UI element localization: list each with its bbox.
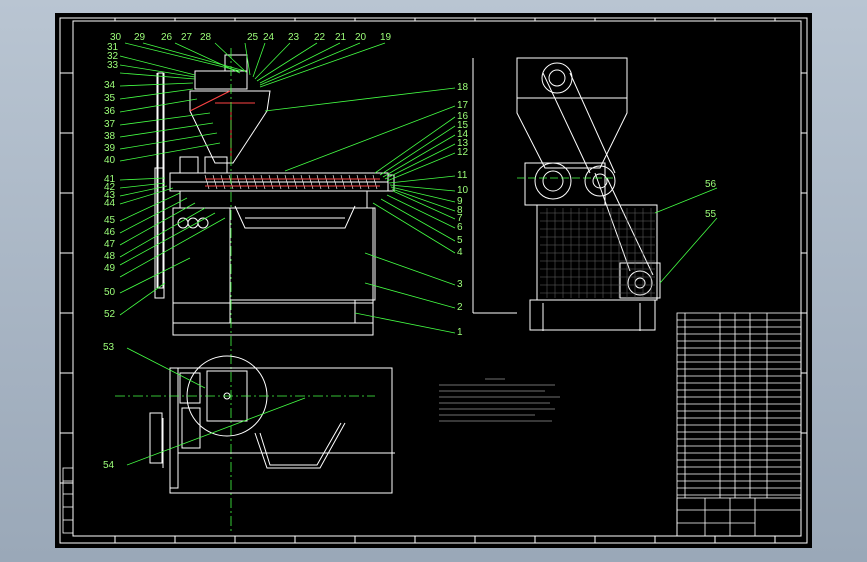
- part-label-26: 26: [161, 32, 173, 43]
- side-stamp: [62, 467, 74, 534]
- part-label-16: 16: [457, 111, 469, 122]
- part-label-31: 31: [107, 42, 119, 53]
- part-label-48: 48: [104, 251, 116, 262]
- part-label-6: 6: [457, 222, 463, 233]
- zone-ticks: [60, 18, 807, 543]
- part-label-14: 14: [457, 129, 469, 140]
- part-label-25: 25: [247, 32, 259, 43]
- leaders-end: [517, 177, 718, 284]
- part-label-13: 13: [457, 138, 469, 149]
- drawing-sheet: 30 29 26 27 28 25 24 23 22 21 20 19 31 3…: [55, 13, 812, 548]
- part-label-35: 35: [104, 93, 116, 104]
- part-label-54: 54: [103, 460, 115, 471]
- part-label-37: 37: [104, 119, 116, 130]
- part-label-42: 42: [104, 182, 116, 193]
- part-label-52: 52: [104, 309, 116, 320]
- part-label-32: 32: [107, 51, 119, 62]
- part-label-40: 40: [104, 155, 116, 166]
- part-label-1: 1: [457, 327, 463, 338]
- part-label-34: 34: [104, 80, 116, 91]
- part-label-47: 47: [104, 239, 116, 250]
- part-label-4: 4: [457, 247, 463, 258]
- part-label-53: 53: [103, 342, 115, 353]
- part-label-55: 55: [705, 209, 717, 220]
- end-view: [472, 57, 661, 331]
- part-label-38: 38: [104, 131, 116, 142]
- part-label-24: 24: [263, 32, 275, 43]
- part-label-17: 17: [457, 100, 469, 111]
- leaders-side: [119, 42, 456, 334]
- part-label-41: 41: [104, 174, 116, 185]
- part-label-3: 3: [457, 279, 463, 290]
- part-label-19: 19: [380, 32, 392, 43]
- side-view: [154, 54, 395, 336]
- part-label-7: 7: [457, 213, 463, 224]
- part-label-20: 20: [355, 32, 367, 43]
- part-label-45: 45: [104, 215, 116, 226]
- part-label-8: 8: [457, 205, 463, 216]
- part-label-46: 46: [104, 227, 116, 238]
- part-label-18: 18: [457, 82, 469, 93]
- part-label-28: 28: [200, 32, 212, 43]
- vent-grid: [540, 208, 655, 298]
- part-label-39: 39: [104, 143, 116, 154]
- plan-view: [149, 355, 395, 494]
- part-label-12: 12: [457, 147, 469, 158]
- part-label-29: 29: [134, 32, 146, 43]
- notes-block: [439, 378, 560, 422]
- part-label-50: 50: [104, 287, 116, 298]
- drawing-canvas: [59, 17, 808, 544]
- part-label-11: 11: [457, 170, 468, 181]
- part-label-43: 43: [104, 190, 116, 201]
- part-label-30: 30: [110, 32, 122, 43]
- part-label-9: 9: [457, 196, 463, 207]
- part-label-27: 27: [181, 32, 193, 43]
- hidden-lines: [189, 90, 380, 187]
- title-block: [676, 312, 802, 537]
- part-label-23: 23: [288, 32, 300, 43]
- screw-hatch: [204, 174, 378, 190]
- part-label-49: 49: [104, 263, 116, 274]
- part-label-5: 5: [457, 235, 463, 246]
- part-label-2: 2: [457, 302, 463, 313]
- part-label-44: 44: [104, 198, 116, 209]
- part-label-22: 22: [314, 32, 326, 43]
- part-label-36: 36: [104, 106, 116, 117]
- part-label-21: 21: [335, 32, 347, 43]
- part-label-33: 33: [107, 60, 119, 71]
- part-label-15: 15: [457, 120, 469, 131]
- outer-border: [59, 17, 808, 544]
- inner-border: [72, 20, 802, 537]
- part-label-10: 10: [457, 185, 469, 196]
- leaders-plan: [115, 347, 375, 466]
- part-label-56: 56: [705, 179, 717, 190]
